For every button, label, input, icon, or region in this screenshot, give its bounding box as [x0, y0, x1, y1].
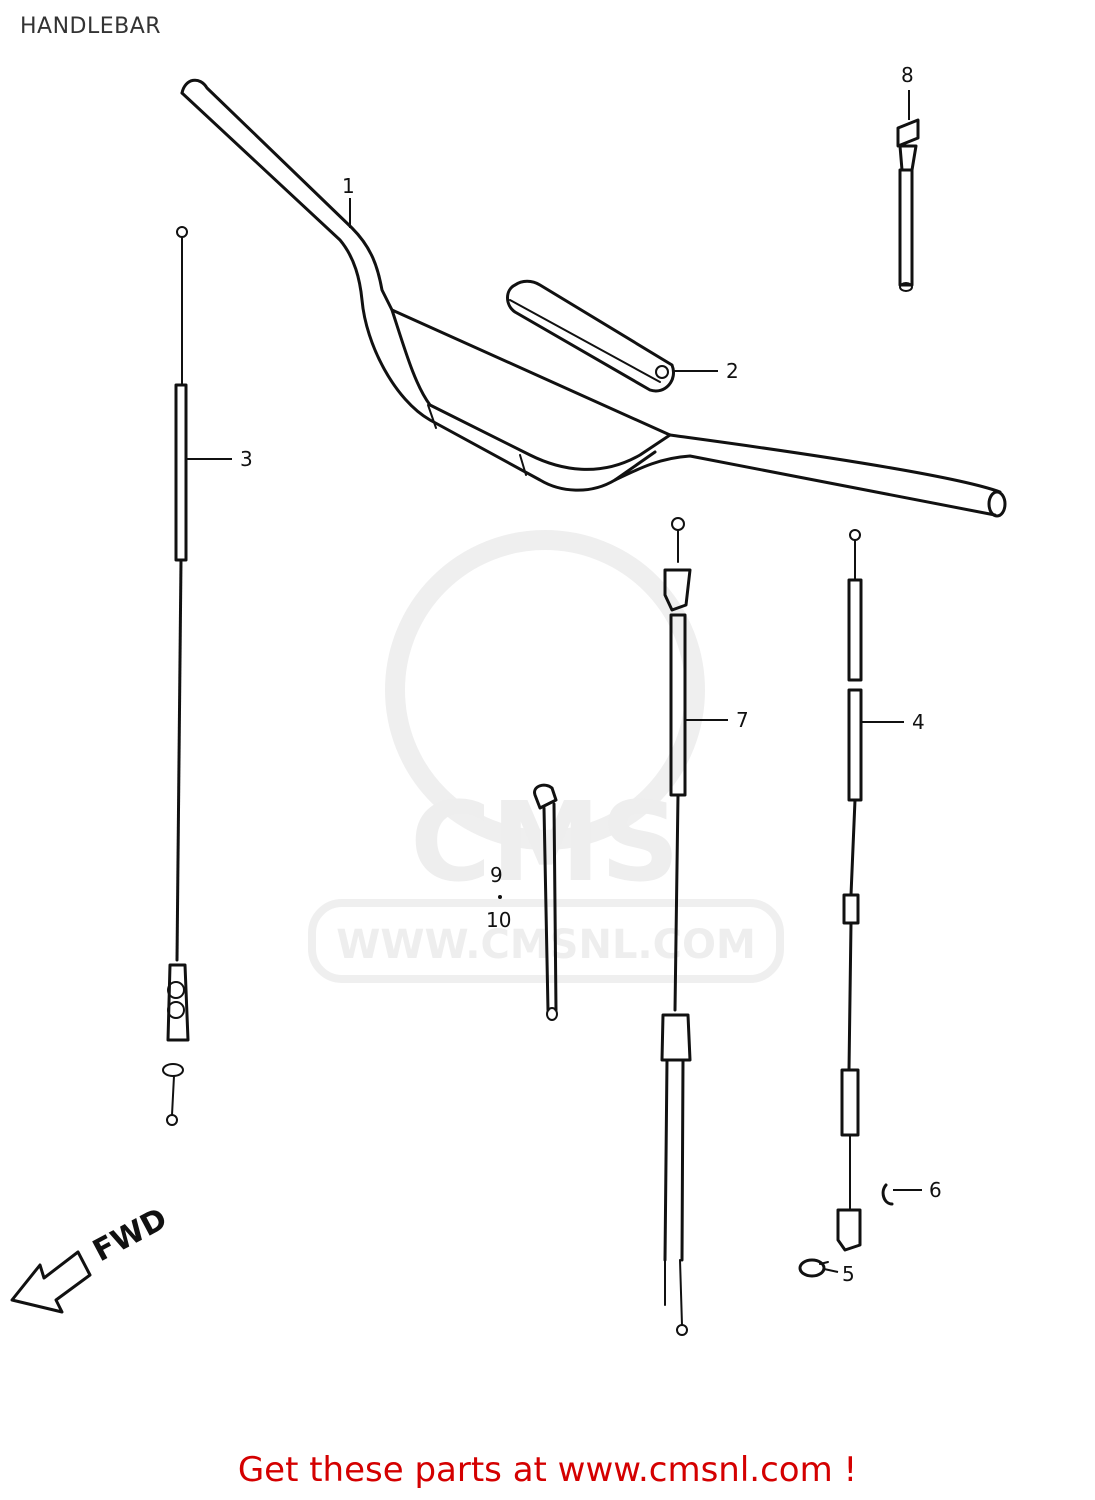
handlebar-pad-part-2 — [506, 279, 675, 393]
handlebar-part-1 — [180, 78, 1007, 518]
callout-9: 9 — [490, 863, 503, 887]
cable-part-3 — [162, 226, 190, 1126]
callout-6: 6 — [929, 1178, 942, 1202]
footer-link[interactable]: Get these parts at www.cmsnl.com ! — [237, 1450, 858, 1490]
callout-1: 1 — [342, 174, 355, 198]
fwd-label: FWD — [87, 1201, 173, 1269]
callout-10: 10 — [486, 908, 511, 932]
cable-part-4 — [836, 529, 863, 1252]
stud-part-9-10 — [533, 783, 558, 1021]
pin-part-5 — [798, 1258, 829, 1278]
callout-2: 2 — [726, 359, 739, 383]
cable-part-7 — [660, 517, 692, 1336]
callout-8: 8 — [901, 63, 914, 87]
clip-part-6 — [881, 1183, 894, 1206]
callout-3: 3 — [240, 447, 253, 471]
callout-7: 7 — [736, 708, 749, 732]
forward-direction-arrow: FWD — [10, 1201, 173, 1314]
callout-4: 4 — [912, 710, 925, 734]
page-title: HANDLEBAR — [20, 14, 162, 39]
bolt-part-8 — [896, 118, 920, 292]
callout-5: 5 — [842, 1262, 855, 1286]
